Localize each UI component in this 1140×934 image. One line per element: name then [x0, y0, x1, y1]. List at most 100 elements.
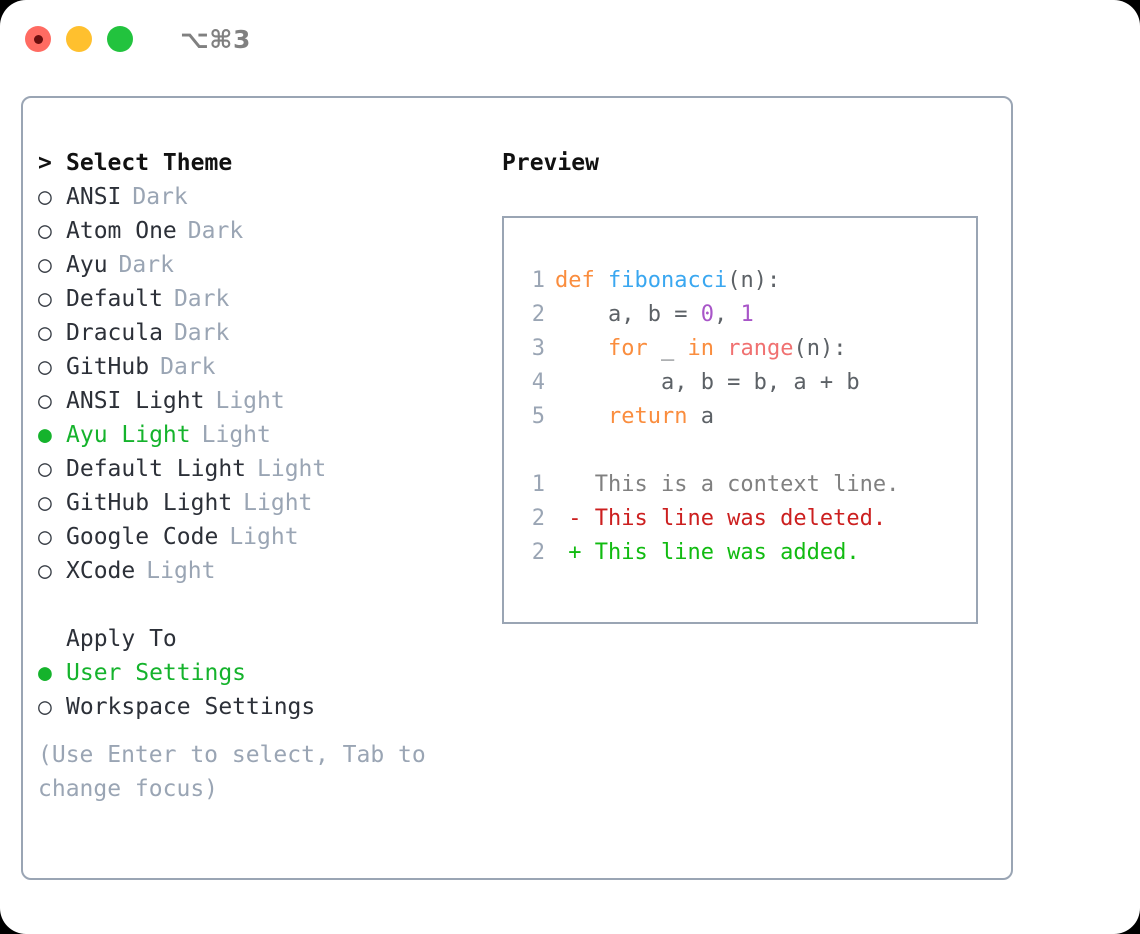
- radio-unselected-icon[interactable]: ○: [38, 456, 52, 482]
- theme-name-label: GitHub: [66, 354, 150, 380]
- line-number: 4: [531, 370, 545, 395]
- radio-unselected-icon[interactable]: ○: [38, 184, 52, 210]
- line-number: 3: [531, 336, 545, 361]
- minimize-window-icon[interactable]: [66, 26, 92, 52]
- theme-name-label: Default: [66, 286, 163, 312]
- code-line: 2 a, b = 0, 1: [521, 298, 976, 332]
- theme-kind-badge: Light: [201, 422, 271, 448]
- theme-name-label: Ayu Light: [66, 422, 191, 448]
- code-token: [714, 336, 727, 361]
- code-line: 2 + This line was added.: [521, 536, 976, 570]
- theme-list-item[interactable]: ○ Google Code Light: [38, 520, 488, 554]
- apply-to-list: ● User Settings ○ Workspace Settings: [38, 656, 488, 724]
- code-token: in: [687, 336, 714, 361]
- theme-name-label: ANSI: [66, 184, 122, 210]
- theme-name-label: Google Code: [66, 524, 219, 550]
- radio-selected-icon[interactable]: ●: [38, 660, 52, 686]
- radio-unselected-icon[interactable]: ○: [38, 320, 52, 346]
- radio-unselected-icon[interactable]: ○: [38, 354, 52, 380]
- caret-icon: >: [38, 150, 52, 176]
- theme-name-label: Atom One: [66, 218, 177, 244]
- code-token: a, b =: [555, 302, 701, 327]
- radio-unselected-icon[interactable]: ○: [38, 694, 52, 720]
- theme-kind-badge: Dark: [187, 218, 244, 244]
- theme-name-label: Dracula: [66, 320, 163, 346]
- radio-selected-icon[interactable]: ●: [38, 422, 52, 448]
- radio-unselected-icon[interactable]: ○: [38, 218, 52, 244]
- code-token: [555, 404, 608, 429]
- theme-kind-badge: Dark: [132, 184, 188, 210]
- select-theme-heading-label: Select Theme: [66, 150, 233, 176]
- code-line: 1 This is a context line.: [521, 468, 976, 502]
- code-token: return: [607, 404, 688, 429]
- code-line: 2 - This line was deleted.: [521, 502, 976, 536]
- theme-kind-badge: Dark: [173, 286, 230, 312]
- theme-list-item[interactable]: ○ ANSI Dark: [38, 180, 488, 214]
- select-theme-heading: > Select Theme: [38, 146, 488, 180]
- list-spacer: [38, 588, 488, 622]
- theme-list-item[interactable]: ○ Atom One Dark: [38, 214, 488, 248]
- apply-to-option-label: User Settings: [66, 660, 247, 686]
- apply-to-option[interactable]: ○ Workspace Settings: [38, 690, 488, 724]
- radio-unselected-icon[interactable]: ○: [38, 388, 52, 414]
- theme-list-item[interactable]: ○ Default Dark: [38, 282, 488, 316]
- traffic-light-group: [25, 26, 133, 52]
- radio-unselected-icon[interactable]: ○: [38, 286, 52, 312]
- theme-list-item[interactable]: ○ Default Light Light: [38, 452, 488, 486]
- code-token: [555, 336, 608, 361]
- keyboard-hint: (Use Enter to select, Tab to change focu…: [38, 742, 440, 802]
- code-token: + This line was added.: [555, 540, 860, 565]
- apply-to-option-label: Workspace Settings: [66, 694, 316, 720]
- theme-kind-badge: Dark: [118, 252, 174, 278]
- line-number: 2: [531, 540, 545, 565]
- code-token: 1: [740, 302, 754, 327]
- code-line: 3 for _ in range(n):: [521, 332, 976, 366]
- code-line: 4 a, b = b, a + b: [521, 366, 976, 400]
- theme-kind-badge: Light: [229, 524, 299, 550]
- code-token: 0: [700, 302, 714, 327]
- code-token: a, b = b, a + b: [555, 370, 860, 395]
- theme-list-item[interactable]: ○ Ayu Dark: [38, 248, 488, 282]
- line-number: 1: [531, 472, 545, 497]
- theme-list-item[interactable]: ● Ayu Light Light: [38, 418, 488, 452]
- apply-to-marker-placeholder: ○: [38, 622, 66, 656]
- line-number: 2: [531, 302, 545, 327]
- code-token: This is a context line.: [555, 472, 900, 497]
- theme-name-label: Ayu: [66, 252, 108, 278]
- theme-name-label: Default Light: [66, 456, 247, 482]
- theme-name-label: ANSI Light: [66, 388, 205, 414]
- close-window-icon[interactable]: [25, 26, 51, 52]
- code-token: ,: [713, 302, 741, 327]
- code-token: def: [555, 268, 608, 293]
- apply-to-heading: ○Apply To: [38, 622, 488, 656]
- radio-unselected-icon[interactable]: ○: [38, 524, 52, 550]
- code-token: range: [727, 336, 794, 361]
- theme-kind-badge: Light: [257, 456, 327, 482]
- preview-title: Preview: [502, 150, 599, 176]
- zoom-window-icon[interactable]: [107, 26, 133, 52]
- title-bar: ⌥⌘3: [0, 0, 1140, 78]
- code-line: 5 return a: [521, 400, 976, 434]
- code-line: [521, 434, 976, 468]
- radio-unselected-icon[interactable]: ○: [38, 252, 52, 278]
- line-number: 5: [531, 404, 545, 429]
- radio-unselected-icon[interactable]: ○: [38, 490, 52, 516]
- keyboard-shortcut-label: ⌥⌘3: [180, 24, 251, 54]
- close-icon-inner: [33, 34, 43, 44]
- radio-unselected-icon[interactable]: ○: [38, 558, 52, 584]
- apply-to-option[interactable]: ● User Settings: [38, 656, 488, 690]
- code-token: - This line was deleted.: [555, 506, 887, 531]
- code-token: (n):: [793, 336, 847, 361]
